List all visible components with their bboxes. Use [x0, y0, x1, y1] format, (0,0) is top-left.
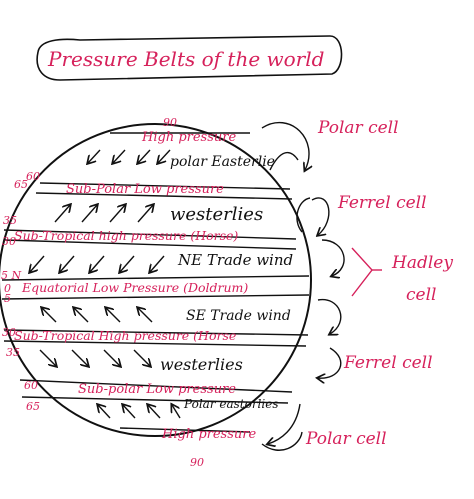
- belt-subpolar-low-south: Sub-polar Low pressure: [78, 382, 236, 397]
- globe-outline: [0, 123, 312, 437]
- lat-90-south: 90: [190, 456, 204, 469]
- lat-90-north: 90: [163, 116, 177, 129]
- belt-subtropical-high-north: Sub-Tropical high pressure (Horse): [14, 228, 238, 243]
- wind-westerlies-north: westerlies: [170, 204, 263, 225]
- wind-arrows: [30, 149, 181, 419]
- lat-0: 0: [4, 282, 11, 295]
- lat-5-south: 5: [4, 292, 11, 305]
- wind-polar-easterlies-north: polar Easterlie: [170, 154, 275, 170]
- label-polar-cell-south: Polar cell: [305, 429, 387, 449]
- lat-5-north: 5 N: [1, 269, 21, 282]
- lat-35-south: 35: [6, 346, 20, 359]
- wind-polar-easterlies-south: Polar eastorlies: [183, 397, 279, 411]
- label-hadley-line1: Hadley: [391, 253, 453, 273]
- lat-60-south: 60: [24, 379, 38, 392]
- lat-35-north: 35: [3, 214, 17, 227]
- title-frame: [36, 35, 343, 81]
- lat-65-north: 65: [14, 178, 28, 191]
- label-ferrel-cell-north: Ferrel cell: [337, 193, 427, 213]
- belt-subtropical-high-south: Sub-Tropical High pressure (Horse: [14, 328, 236, 343]
- wind-se-trade: SE Trade wind: [186, 308, 291, 324]
- page-title: Pressure Belts of the world: [47, 47, 324, 71]
- belt-equatorial-low: Equatorial Low Pressure (Doldrum): [21, 280, 248, 295]
- label-ferrel-cell-south: Ferrel cell: [343, 353, 433, 373]
- belt-high-pressure-north: High pressure: [141, 130, 236, 145]
- lat-60-north: 60: [26, 170, 40, 183]
- hadley-brace: [351, 247, 382, 297]
- lat-65-south: 65: [26, 400, 40, 413]
- lat-30-south: 30: [2, 326, 16, 339]
- wind-westerlies-south: westerlies: [160, 355, 243, 374]
- lat-30-north: 30: [2, 235, 16, 248]
- belt-high-pressure-south: High pressure: [161, 427, 256, 442]
- label-polar-cell-north: Polar cell: [317, 118, 399, 138]
- belt-subpolar-low-north: Sub-Polar Low pressure: [66, 182, 224, 197]
- wind-ne-trade: NE Trade wind: [177, 251, 293, 269]
- label-hadley-line2: cell: [406, 285, 436, 305]
- cell-loops: [261, 121, 345, 451]
- belt-lines: [1, 132, 310, 433]
